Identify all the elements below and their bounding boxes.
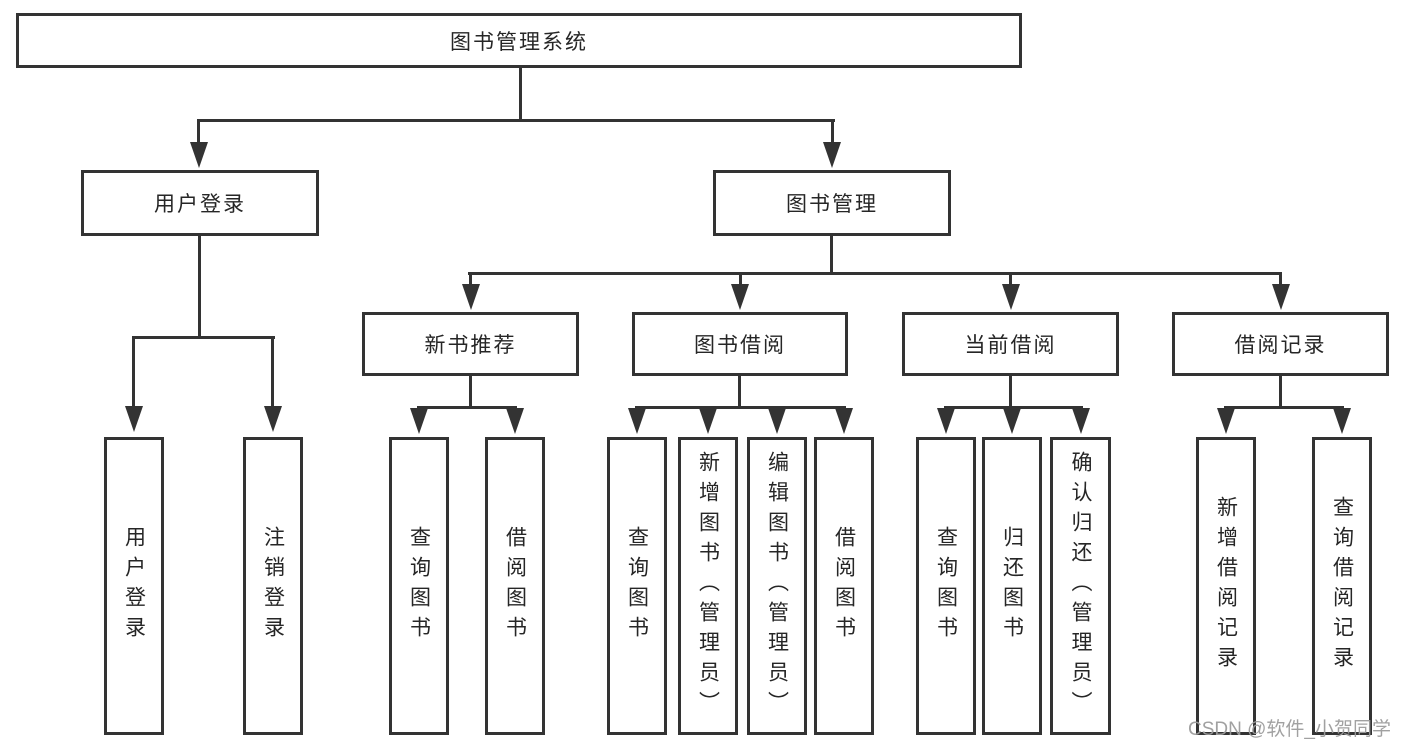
arrowhead-cb-confirm <box>1072 408 1090 434</box>
arrowhead-bb-add <box>699 408 717 434</box>
node-label: 查询图书 <box>934 526 958 646</box>
node-label: 编辑图书（管理员） <box>765 451 789 721</box>
connector-borrowing-rail <box>635 406 846 409</box>
connector-borrow-stem <box>739 272 742 287</box>
connector-login-stem <box>132 336 135 409</box>
node-label: 新书推荐 <box>424 334 517 357</box>
node-bb-query-books: 查询图书 <box>607 437 667 735</box>
node-user-login: 用户登录 <box>81 170 319 236</box>
arrowhead-login <box>125 406 143 432</box>
node-label: 归还图书 <box>1000 526 1024 646</box>
node-label: 图书管理系统 <box>450 30 588 54</box>
node-book-management: 图书管理 <box>713 170 951 236</box>
node-label: 确认归还（管理员） <box>1069 451 1092 721</box>
node-new-book-recommend: 新书推荐 <box>362 312 579 376</box>
arrowhead-rec-borrow <box>506 408 524 434</box>
connector-records-down <box>1279 375 1282 409</box>
arrowhead-bb-edit <box>768 408 786 434</box>
node-label: 当前借阅 <box>964 334 1057 357</box>
node-label: 新增图书（管理员） <box>696 451 720 721</box>
arrowhead-user-login <box>190 142 208 168</box>
arrowhead-bb-query <box>628 408 646 434</box>
connector-borrowing-down <box>738 375 741 409</box>
connector-book-mgmt-stem <box>831 119 834 147</box>
arrowhead-logout <box>264 406 282 432</box>
connector-logout-stem <box>271 336 274 409</box>
arrowhead-new-book <box>462 284 480 310</box>
node-rec-query-books: 查询图书 <box>389 437 449 735</box>
node-label: 新增借阅记录 <box>1214 496 1238 676</box>
node-bb-add-books-admin: 新增图书（管理员） <box>678 437 738 735</box>
connector-records-rail <box>1224 406 1344 409</box>
node-label: 借阅记录 <box>1234 334 1327 357</box>
node-bb-edit-books-admin: 编辑图书（管理员） <box>747 437 807 735</box>
node-login-action: 用户登录 <box>104 437 164 735</box>
arrowhead-record <box>1272 284 1290 310</box>
arrowhead-book-mgmt <box>823 142 841 168</box>
arrowhead-current <box>1002 284 1020 310</box>
connector-book-mgmt-down <box>830 235 833 275</box>
connector-root-stub <box>519 68 522 122</box>
node-borrowing-records: 借阅记录 <box>1172 312 1389 376</box>
arrowhead-borrow <box>731 284 749 310</box>
connector-recommend-down <box>469 375 472 409</box>
node-label: 查询借阅记录 <box>1330 496 1354 676</box>
node-cb-query-books: 查询图书 <box>916 437 976 735</box>
node-label: 查询图书 <box>625 526 649 646</box>
connector-new-book-stem <box>469 272 472 287</box>
arrowhead-rec-query <box>410 408 428 434</box>
node-br-add-record: 新增借阅记录 <box>1196 437 1256 735</box>
connector-recommend-rail <box>417 406 517 409</box>
connector-user-login-down <box>198 235 201 339</box>
node-label: 借阅图书 <box>503 526 527 646</box>
node-bb-borrow-books: 借阅图书 <box>814 437 874 735</box>
arrowhead-br-query <box>1333 408 1351 434</box>
connector-current-stem <box>1009 272 1012 287</box>
node-label: 注销登录 <box>261 526 285 646</box>
arrowhead-cb-query <box>937 408 955 434</box>
arrowhead-cb-return <box>1003 408 1021 434</box>
node-logout-action: 注销登录 <box>243 437 303 735</box>
connector-current-down <box>1009 375 1012 409</box>
node-label: 用户登录 <box>154 193 246 216</box>
node-label: 图书借阅 <box>694 334 786 357</box>
node-label: 用户登录 <box>122 526 146 646</box>
node-cb-return-books: 归还图书 <box>982 437 1042 735</box>
connector-user-login-rail <box>132 336 275 339</box>
node-rec-borrow-books: 借阅图书 <box>485 437 545 735</box>
connector-current-rail <box>944 406 1083 409</box>
node-label: 查询图书 <box>407 526 431 646</box>
node-cb-confirm-return-admin: 确认归还（管理员） <box>1050 437 1111 735</box>
csdn-watermark: CSDN @软件_小贺同学 <box>1188 719 1391 740</box>
node-label: 借阅图书 <box>832 526 856 646</box>
arrowhead-bb-borrow <box>835 408 853 434</box>
node-br-query-record: 查询借阅记录 <box>1312 437 1372 735</box>
connector-user-login-stem <box>197 119 200 147</box>
arrowhead-br-add <box>1217 408 1235 434</box>
connector-level3-rail <box>468 272 1282 275</box>
node-label: 图书管理 <box>786 193 878 216</box>
connector-record-stem <box>1279 272 1282 287</box>
node-book-borrowing: 图书借阅 <box>632 312 848 376</box>
node-root: 图书管理系统 <box>16 13 1022 68</box>
connector-level2-rail <box>197 119 835 122</box>
node-current-borrowing: 当前借阅 <box>902 312 1119 376</box>
